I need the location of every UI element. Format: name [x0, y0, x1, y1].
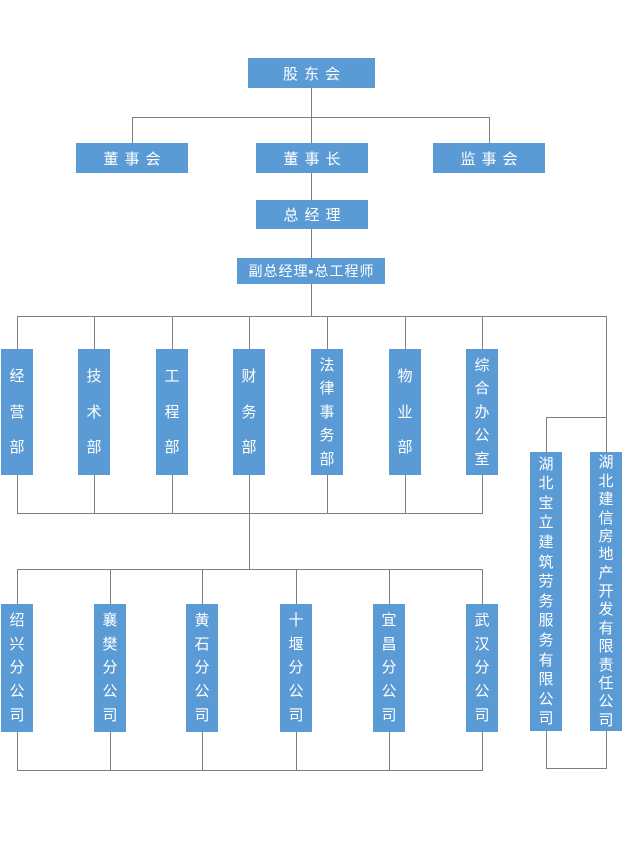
connector-line [489, 117, 490, 143]
connector-line [546, 417, 547, 452]
node-branch-shaoxing: 绍兴分公司 [1, 604, 33, 732]
node-subsidiary-jianxin-real-estate: 湖北建信房地产开发有限责任公司 [590, 452, 622, 731]
connector-line [94, 316, 95, 349]
connector-line [482, 569, 483, 604]
connector-line [17, 475, 18, 513]
node-board-of-directors: 董事会 [76, 143, 188, 173]
connector-line [546, 768, 607, 769]
connector-line [311, 117, 312, 143]
connector-line [389, 569, 390, 604]
connector-line [17, 770, 483, 771]
connector-line [482, 732, 483, 770]
connector-line [249, 475, 250, 513]
connector-line [606, 731, 607, 768]
connector-line [311, 88, 312, 117]
connector-line [606, 316, 607, 417]
node-deputy-gm-chief-engineer: 副总经理▪总工程师 [237, 258, 385, 284]
connector-line [17, 316, 607, 317]
node-branch-xiangfan: 襄樊分公司 [94, 604, 126, 732]
connector-line [296, 732, 297, 770]
node-branch-huangshi: 黄石分公司 [186, 604, 218, 732]
connector-line [172, 475, 173, 513]
node-dept-legal-affairs: 法律事务部 [311, 349, 343, 475]
node-chairman: 董事长 [256, 143, 368, 173]
connector-line [132, 117, 133, 143]
node-subsidiary-baoli-construction-labor: 湖北宝立建筑劳务服务有限公司 [530, 452, 562, 731]
node-dept-property: 物业部 [389, 349, 421, 475]
connector-line [172, 316, 173, 349]
connector-line [17, 569, 483, 570]
connector-line [482, 475, 483, 513]
connector-line [327, 475, 328, 513]
connector-line [249, 513, 250, 569]
node-branch-yichang: 宜昌分公司 [373, 604, 405, 732]
connector-line [17, 732, 18, 770]
node-branch-wuhan: 武汉分公司 [466, 604, 498, 732]
connector-line [17, 513, 483, 514]
connector-line [405, 316, 406, 349]
connector-line [17, 569, 18, 604]
connector-line [311, 173, 312, 200]
node-general-manager: 总经理 [256, 200, 368, 229]
connector-line [482, 316, 483, 349]
connector-line [546, 731, 547, 768]
connector-line [389, 732, 390, 770]
connector-line [17, 316, 18, 349]
node-dept-operations: 经营部 [1, 349, 33, 475]
connector-line [311, 229, 312, 258]
connector-line [405, 475, 406, 513]
connector-line [327, 316, 328, 349]
connector-line [202, 569, 203, 604]
node-dept-engineering: 工程部 [156, 349, 188, 475]
node-dept-finance: 财务部 [233, 349, 265, 475]
connector-line [110, 732, 111, 770]
node-supervisory-board: 监事会 [433, 143, 545, 173]
connector-line [110, 569, 111, 604]
node-dept-technology: 技术部 [78, 349, 110, 475]
node-dept-general-office: 综合办公室 [466, 349, 498, 475]
node-branch-shiyan: 十堰分公司 [280, 604, 312, 732]
connector-line [311, 284, 312, 316]
connector-line [606, 417, 607, 452]
node-shareholders-meeting: 股东会 [248, 58, 375, 88]
connector-line [202, 732, 203, 770]
connector-line [546, 417, 607, 418]
connector-line [296, 569, 297, 604]
connector-line [249, 316, 250, 349]
connector-line [94, 475, 95, 513]
